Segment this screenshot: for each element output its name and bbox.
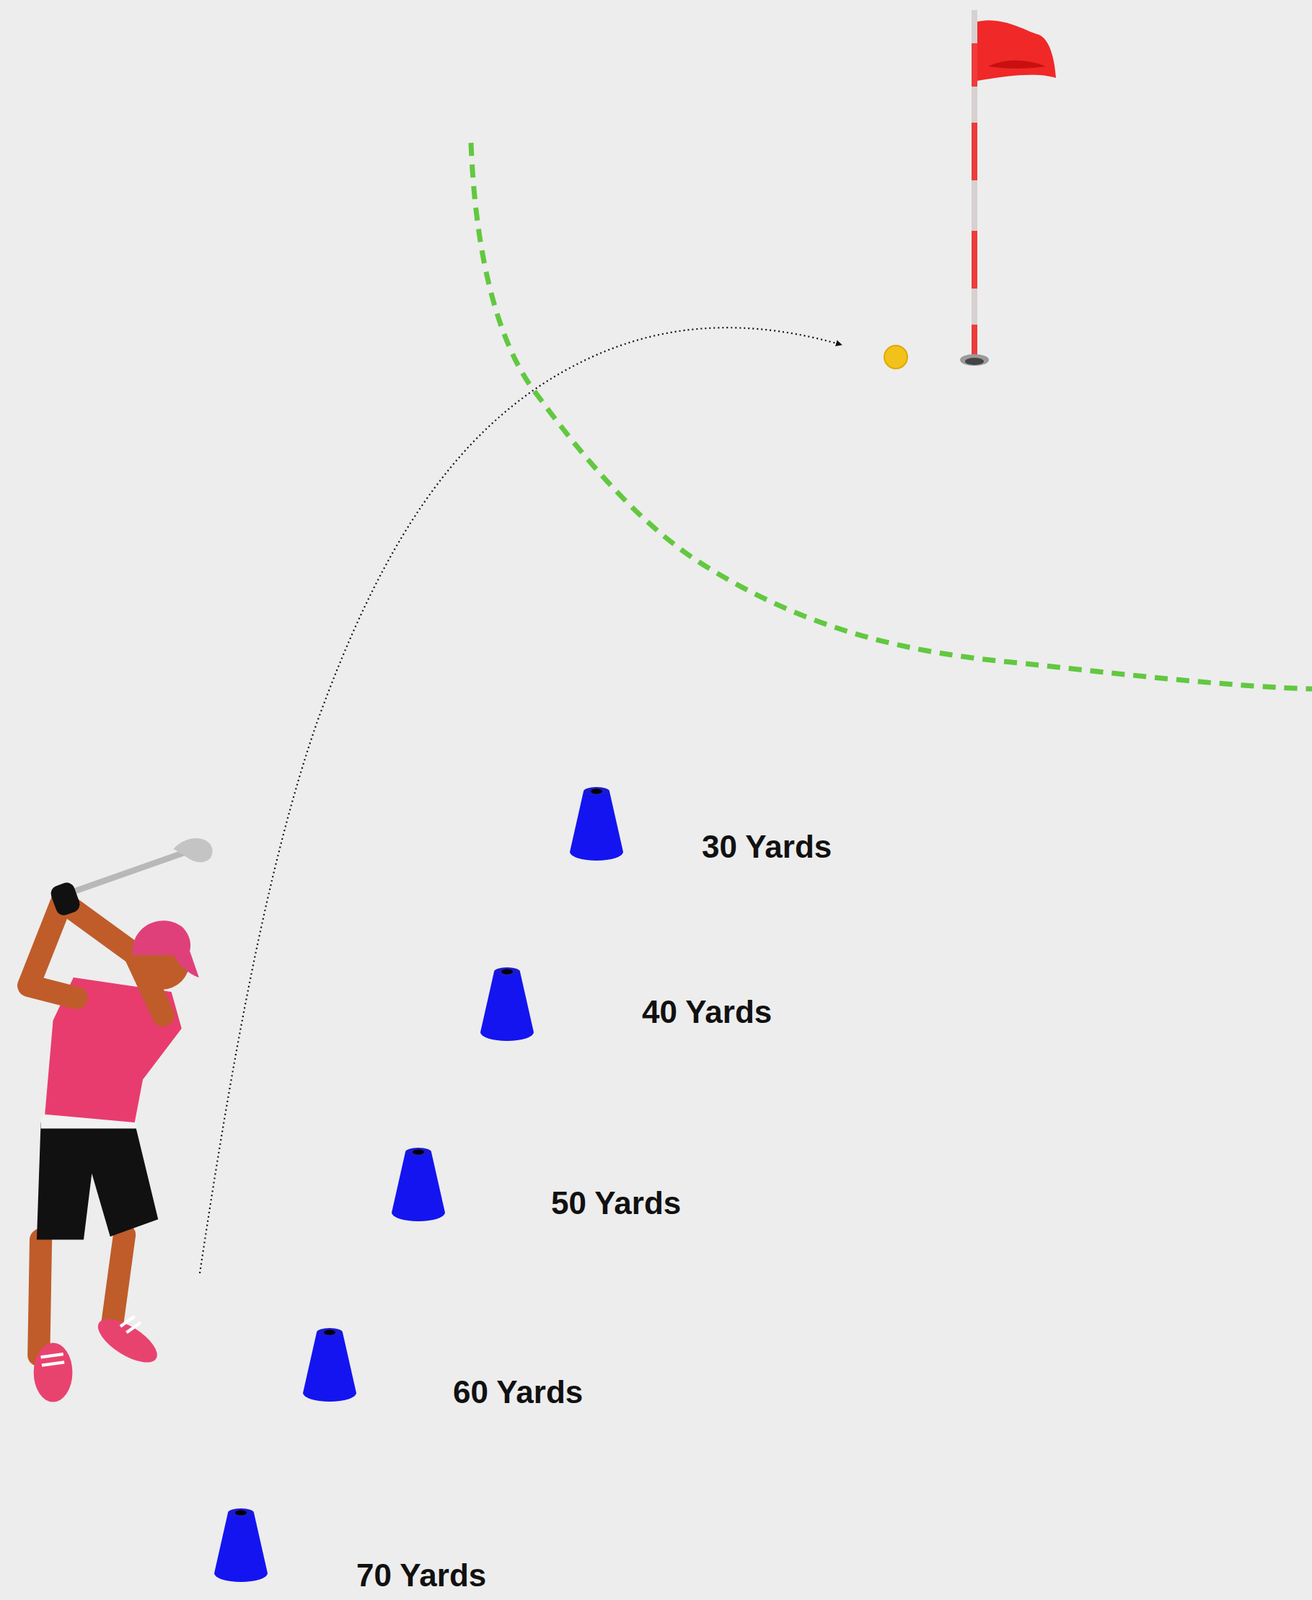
cone: [480, 967, 534, 1041]
hole: [960, 354, 989, 366]
distance-label: 40 Yards: [641, 994, 772, 1030]
cone: [214, 1508, 268, 1582]
flag-pin: [971, 10, 1056, 361]
cone: [302, 1327, 357, 1402]
cone: [569, 786, 624, 861]
distance-label: 50 Yards: [551, 1185, 681, 1221]
cone: [391, 1147, 446, 1222]
distance-label: 60 Yards: [452, 1374, 583, 1410]
hole-inner: [965, 357, 984, 365]
golfer: [28, 838, 213, 1403]
distance-label: 70 Yards: [356, 1557, 487, 1593]
golf-ball: [884, 345, 908, 369]
green-edge: [470, 142, 1312, 689]
ball-trajectory: [199, 327, 842, 1274]
distance-label: 30 Yards: [701, 829, 832, 865]
